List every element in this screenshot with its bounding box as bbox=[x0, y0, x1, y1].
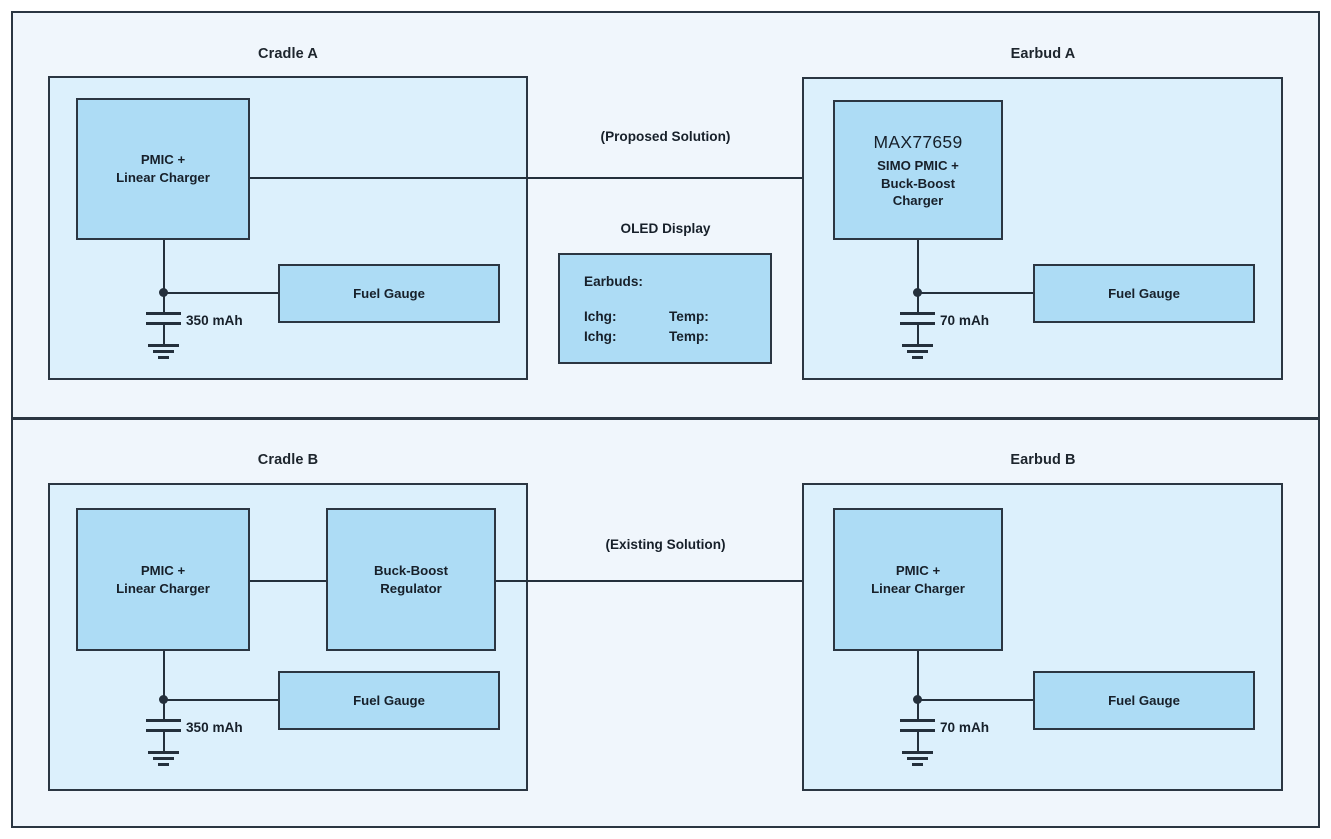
battery-label-earbud-b: 70 mAh bbox=[940, 720, 990, 735]
battery-plate-top-cradle-b bbox=[146, 719, 181, 722]
ground-bar-3-cradle-a bbox=[158, 356, 169, 359]
block-fuel-gauge-earbud-a: Fuel Gauge bbox=[1033, 264, 1255, 323]
flow-label-existing-solution: (Existing Solution) bbox=[605, 537, 726, 552]
oled-row-1-right: Temp: bbox=[669, 309, 709, 324]
block-label: Fuel Gauge bbox=[353, 692, 425, 708]
wire-node-to-fuel-gauge-cradle-b bbox=[163, 699, 278, 701]
wire-battery-to-ground-earbud-b bbox=[917, 729, 919, 751]
block-buck-boost-regulator-cradle-b: Buck-Boost Regulator bbox=[326, 508, 496, 651]
block-pmic-linear-charger-cradle-b: PMIC + Linear Charger bbox=[76, 508, 250, 651]
oled-header: Earbuds: bbox=[584, 274, 643, 289]
block-pmic-linear-charger-cradle-a: PMIC + Linear Charger bbox=[76, 98, 250, 240]
wire-node-to-fuel-gauge-earbud-a bbox=[917, 292, 1033, 294]
block-line-2: Linear Charger bbox=[116, 170, 210, 185]
oled-display-screen: Earbuds: Ichg: Temp: Ichg: Temp: bbox=[558, 253, 772, 364]
block-fuel-gauge-cradle-b: Fuel Gauge bbox=[278, 671, 500, 730]
wire-pmic-to-node-cradle-b bbox=[163, 651, 165, 699]
battery-plate-top-cradle-a bbox=[146, 312, 181, 315]
block-line-2: Regulator bbox=[380, 580, 442, 596]
battery-plate-top-earbud-a bbox=[900, 312, 935, 315]
group-title-cradle-b: Cradle B bbox=[257, 452, 319, 468]
wire-node-to-battery-cradle-b bbox=[163, 699, 165, 719]
ic-part-number: MAX77659 bbox=[873, 131, 963, 152]
wire-battery-to-ground-earbud-a bbox=[917, 322, 919, 344]
group-title-earbud-b: Earbud B bbox=[1010, 452, 1076, 468]
ic-desc-line-3: Charger bbox=[892, 193, 944, 209]
wire-max77659-to-node-earbud-a bbox=[917, 240, 919, 292]
wire-cradle-b-to-earbud-b bbox=[496, 580, 812, 582]
ground-bar-1-earbud-a bbox=[902, 344, 933, 347]
ground-bar-3-cradle-b bbox=[158, 763, 169, 766]
wire-node-to-fuel-gauge-earbud-b bbox=[917, 699, 1033, 701]
block-fuel-gauge-cradle-a: Fuel Gauge bbox=[278, 264, 500, 323]
wire-node-to-fuel-gauge-cradle-a bbox=[163, 292, 278, 294]
block-pmic-linear-charger-earbud-b: PMIC + Linear Charger bbox=[833, 508, 1003, 651]
block-line-1: Buck-Boost bbox=[374, 562, 448, 578]
panel-divider bbox=[11, 417, 1320, 420]
block-line-1: PMIC + bbox=[140, 562, 186, 578]
battery-label-cradle-a: 350 mAh bbox=[186, 313, 243, 328]
block-label: Fuel Gauge bbox=[353, 285, 425, 301]
group-title-cradle-a: Cradle A bbox=[258, 46, 318, 62]
ground-bar-2-cradle-b bbox=[153, 757, 174, 760]
wire-pmic-to-buck-boost-cradle-b bbox=[250, 580, 326, 582]
group-title-earbud-a: Earbud A bbox=[1010, 46, 1076, 62]
ic-desc-line-2: Buck-Boost bbox=[881, 175, 955, 191]
wire-pmic-to-node-cradle-a bbox=[163, 240, 165, 292]
wire-cradle-a-to-earbud-a bbox=[250, 177, 812, 179]
ic-desc-line-1: SIMO PMIC + bbox=[877, 158, 959, 174]
wire-node-to-battery-earbud-b bbox=[917, 699, 919, 719]
oled-display-caption: OLED Display bbox=[620, 221, 711, 236]
battery-plate-top-earbud-b bbox=[900, 719, 935, 722]
ground-bar-2-earbud-b bbox=[907, 757, 928, 760]
block-line-2: Linear Charger bbox=[116, 580, 210, 596]
ground-bar-1-cradle-a bbox=[148, 344, 179, 347]
ground-bar-2-earbud-a bbox=[907, 350, 928, 353]
oled-row-2-right: Temp: bbox=[669, 329, 709, 344]
block-line-1: PMIC + bbox=[895, 562, 941, 578]
ground-bar-1-earbud-b bbox=[902, 751, 933, 754]
ground-bar-1-cradle-b bbox=[148, 751, 179, 754]
block-label: Fuel Gauge bbox=[1108, 285, 1180, 301]
ground-bar-3-earbud-a bbox=[912, 356, 923, 359]
block-line-1: PMIC + bbox=[140, 152, 186, 168]
block-line-2: Linear Charger bbox=[871, 580, 965, 596]
oled-row-1-left: Ichg: bbox=[584, 309, 617, 324]
ground-bar-2-cradle-a bbox=[153, 350, 174, 353]
wire-battery-to-ground-cradle-a bbox=[163, 322, 165, 344]
wire-battery-to-ground-cradle-b bbox=[163, 729, 165, 751]
wire-node-to-battery-earbud-a bbox=[917, 292, 919, 312]
battery-label-cradle-b: 350 mAh bbox=[186, 720, 243, 735]
block-max77659-earbud-a: MAX77659 SIMO PMIC + Buck-Boost Charger bbox=[833, 100, 1003, 240]
block-label: Fuel Gauge bbox=[1108, 692, 1180, 708]
battery-label-earbud-a: 70 mAh bbox=[940, 313, 990, 328]
wire-pmic-to-node-earbud-b bbox=[917, 651, 919, 699]
flow-label-proposed-solution: (Proposed Solution) bbox=[600, 129, 731, 144]
oled-row-2-left: Ichg: bbox=[584, 329, 617, 344]
ground-bar-3-earbud-b bbox=[912, 763, 923, 766]
wire-node-to-battery-cradle-a bbox=[163, 292, 165, 312]
block-fuel-gauge-earbud-b: Fuel Gauge bbox=[1033, 671, 1255, 730]
